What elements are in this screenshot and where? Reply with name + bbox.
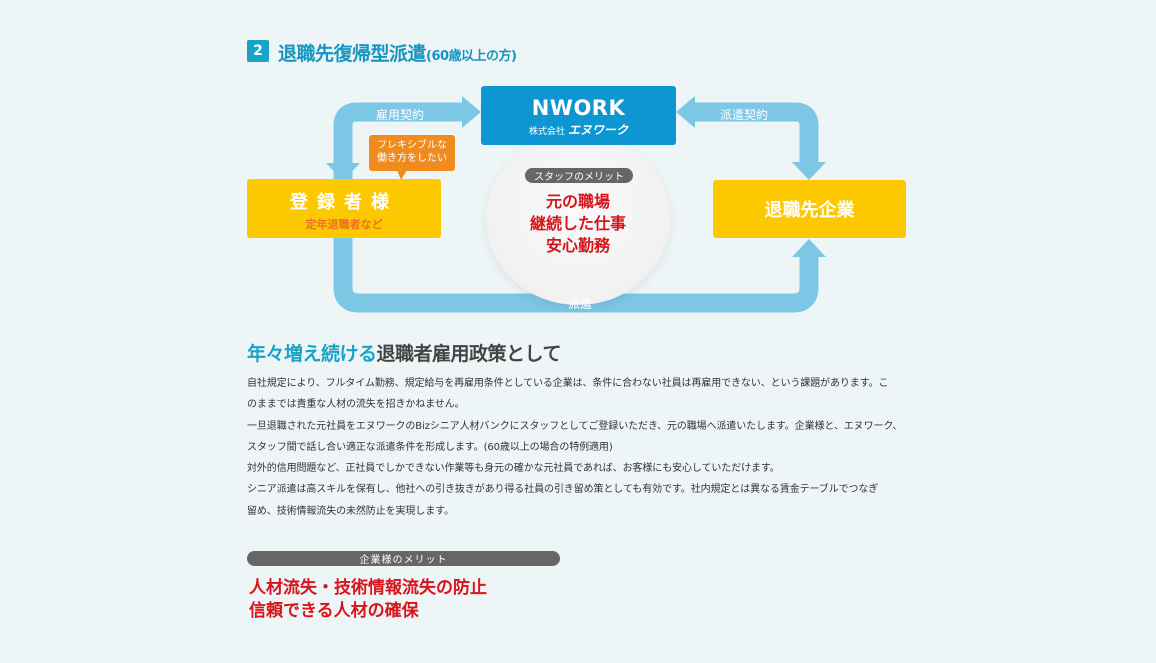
corporate-merit-list: 人材流失・技術情報流失の防止 信頼できる人材の確保	[249, 577, 487, 623]
arrowhead-down-left	[326, 163, 360, 181]
section-title: 年々増え続ける退職者雇用政策として	[247, 339, 561, 366]
arrowhead-down-right	[792, 162, 826, 180]
bubble-line: 働き方をしたい	[377, 153, 447, 164]
hire-contract-arrow	[333, 102, 466, 180]
staff-merit-item: 安心勤務	[545, 236, 610, 255]
arrow-label-dispatch-contract: 派遣契約	[720, 108, 769, 122]
body-line: 一旦退職された元社員をエヌワークのBizシニア人材バンクにスタッフとしてご登録い…	[247, 420, 903, 432]
nwork-company-prefix: 株式会社	[529, 127, 566, 137]
arrow-label-dispatch: 派遣	[568, 297, 593, 311]
nwork-company-name: 株式会社 エヌワーク	[481, 121, 676, 138]
arrow-label-hire-contract: 雇用契約	[376, 108, 425, 122]
bubble-line: フレキシブルな	[377, 140, 447, 151]
employer-box: 退職先企業	[713, 180, 906, 238]
heading-title: 退職先復帰型派遣	[278, 43, 427, 65]
dispatch-contract-arrow	[692, 102, 819, 163]
body-line: スタッフ間で話し合い適正な派遣条件を形成します。(60歳以上の場合の特例適用)	[247, 441, 613, 453]
body-line: 対外的信用問題など、正社員でしかできない作業等も身元の確かな元社員であれば、お客…	[247, 463, 780, 475]
section-title-highlight: 年々増え続ける	[247, 343, 377, 365]
staff-merit-item: 元の職場	[545, 192, 610, 211]
arrowhead-left	[676, 96, 695, 128]
registrant-subtitle: 定年退職者など	[305, 218, 383, 231]
nwork-company-katakana: エヌワーク	[567, 123, 628, 137]
nwork-box: NWORK 株式会社 エヌワーク	[481, 86, 676, 145]
staff-merit-circle	[486, 133, 670, 305]
section-body: 自社規定により、フルタイム勤務、規定給与を再雇用条件としている企業は、条件に合わ…	[247, 373, 917, 522]
arrowhead-up-right	[792, 239, 826, 257]
section-number-badge: 2	[247, 40, 269, 62]
staff-merit-list: 元の職場 継続した仕事 安心勤務	[486, 191, 670, 257]
section-heading: 退職先復帰型派遣(60歳以上の方)	[278, 39, 517, 66]
section-title-rest: 退職者雇用政策として	[376, 343, 562, 365]
body-line: のままでは貴重な人材の流失を招きかねません。	[247, 399, 465, 411]
body-line: 自社規定により、フルタイム勤務、規定給与を再雇用条件としている企業は、条件に合わ…	[247, 378, 889, 389]
arrowhead-right	[462, 96, 481, 128]
corporate-merit-item: 人材流失・技術情報流失の防止	[249, 578, 487, 598]
flexible-work-bubble: フレキシブルな 働き方をしたい	[369, 135, 455, 180]
body-line: シニア派遣は高スキルを保有し、他社への引き抜きがあり得る社員の引き留め策としても…	[247, 484, 879, 496]
heading-subtitle: (60歳以上の方)	[426, 49, 517, 64]
corporate-merit-label: 企業様のメリット	[247, 551, 560, 566]
staff-merit-item: 継続した仕事	[529, 214, 626, 233]
registrant-title: 登録者様	[290, 192, 398, 213]
corporate-merit-item: 信頼できる人材の確保	[249, 601, 419, 621]
nwork-logo: NWORK	[531, 96, 626, 120]
body-line: 留め、技術情報流失の未然防止を実現します。	[247, 505, 454, 517]
registrant-box: 登録者様 定年退職者など	[247, 179, 441, 238]
staff-merit-label: スタッフのメリット	[525, 168, 633, 183]
